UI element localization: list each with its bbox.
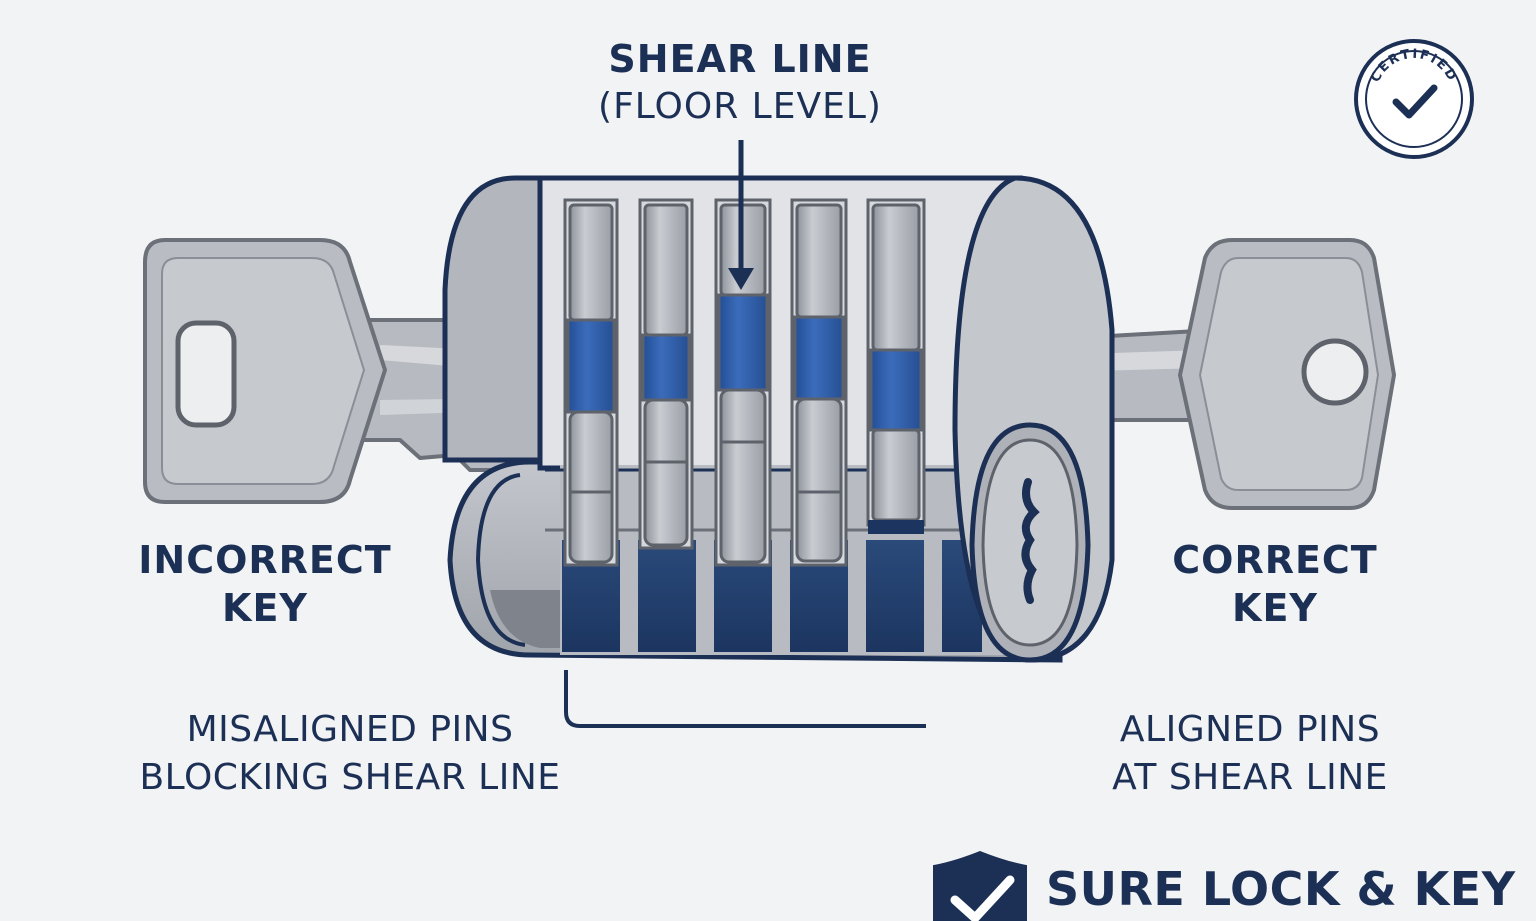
pin-3-blue-pin (717, 293, 769, 392)
cylinder-lower-curve (475, 473, 526, 647)
cylinder-front-face (952, 175, 1115, 663)
shear-line-subtitle: (FLOOR LEVEL) (598, 86, 882, 127)
pin-4-driver (795, 203, 843, 319)
channel-separators (620, 540, 942, 652)
pin-4-blue-pin (793, 315, 845, 401)
misaligned-bracket (564, 670, 926, 728)
correct-key-hole (1301, 338, 1369, 406)
correct-key-label-line2: KEY (1232, 586, 1318, 630)
pin-2-driver (643, 203, 689, 337)
incorrect-key-label-line2: KEY (222, 586, 308, 630)
correct-key-label: CORRECT KEY (1110, 536, 1440, 632)
shear-line-title: SHEAR LINE (608, 37, 872, 81)
aligned-caption-line2: AT SHEAR LINE (1112, 757, 1388, 798)
correct-key-label-line1: CORRECT (1172, 538, 1378, 582)
pin-2-key-pin (643, 398, 689, 547)
correct-key (1030, 238, 1396, 510)
incorrect-key-label-line1: INCORRECT (138, 538, 392, 582)
pin-1-key-pin (568, 410, 614, 564)
keyway-slot (1021, 478, 1040, 604)
aligned-pins-caption: ALIGNED PINS AT SHEAR LINE (1050, 706, 1450, 802)
correct-key-bow-inner (1198, 257, 1380, 491)
aligned-caption-line1: ALIGNED PINS (1119, 709, 1381, 750)
incorrect-key-hole (175, 320, 237, 428)
check-icon (1392, 84, 1438, 119)
misaligned-caption-line2: BLOCKING SHEAR LINE (139, 757, 561, 798)
pin-5-base (868, 520, 924, 534)
pin-5-blue-pin (869, 348, 923, 432)
pin-5-driver (871, 203, 921, 352)
pin-5-key-pin (871, 428, 921, 522)
cylinder-back-housing (442, 175, 543, 463)
certified-badge: CERTIFIED (1354, 39, 1474, 159)
misaligned-pins-caption: MISALIGNED PINS BLOCKING SHEAR LINE (100, 706, 600, 802)
brand-name: SURE LOCK & KEY (1046, 862, 1516, 916)
pin-2-blue-pin (641, 333, 691, 402)
pin-3-key-pin (719, 388, 767, 564)
pin-1-driver (568, 203, 614, 322)
shear-line-arrow (728, 140, 754, 290)
pin-4-key-pin (795, 397, 843, 563)
cylinder-lower-shadow (490, 590, 560, 648)
misaligned-caption-line1: MISALIGNED PINS (186, 709, 514, 750)
pin-1-blue-pin (566, 318, 616, 414)
incorrect-key-label: INCORRECT KEY (100, 536, 430, 632)
shield-check-icon (933, 850, 1027, 921)
incorrect-key (143, 238, 547, 504)
